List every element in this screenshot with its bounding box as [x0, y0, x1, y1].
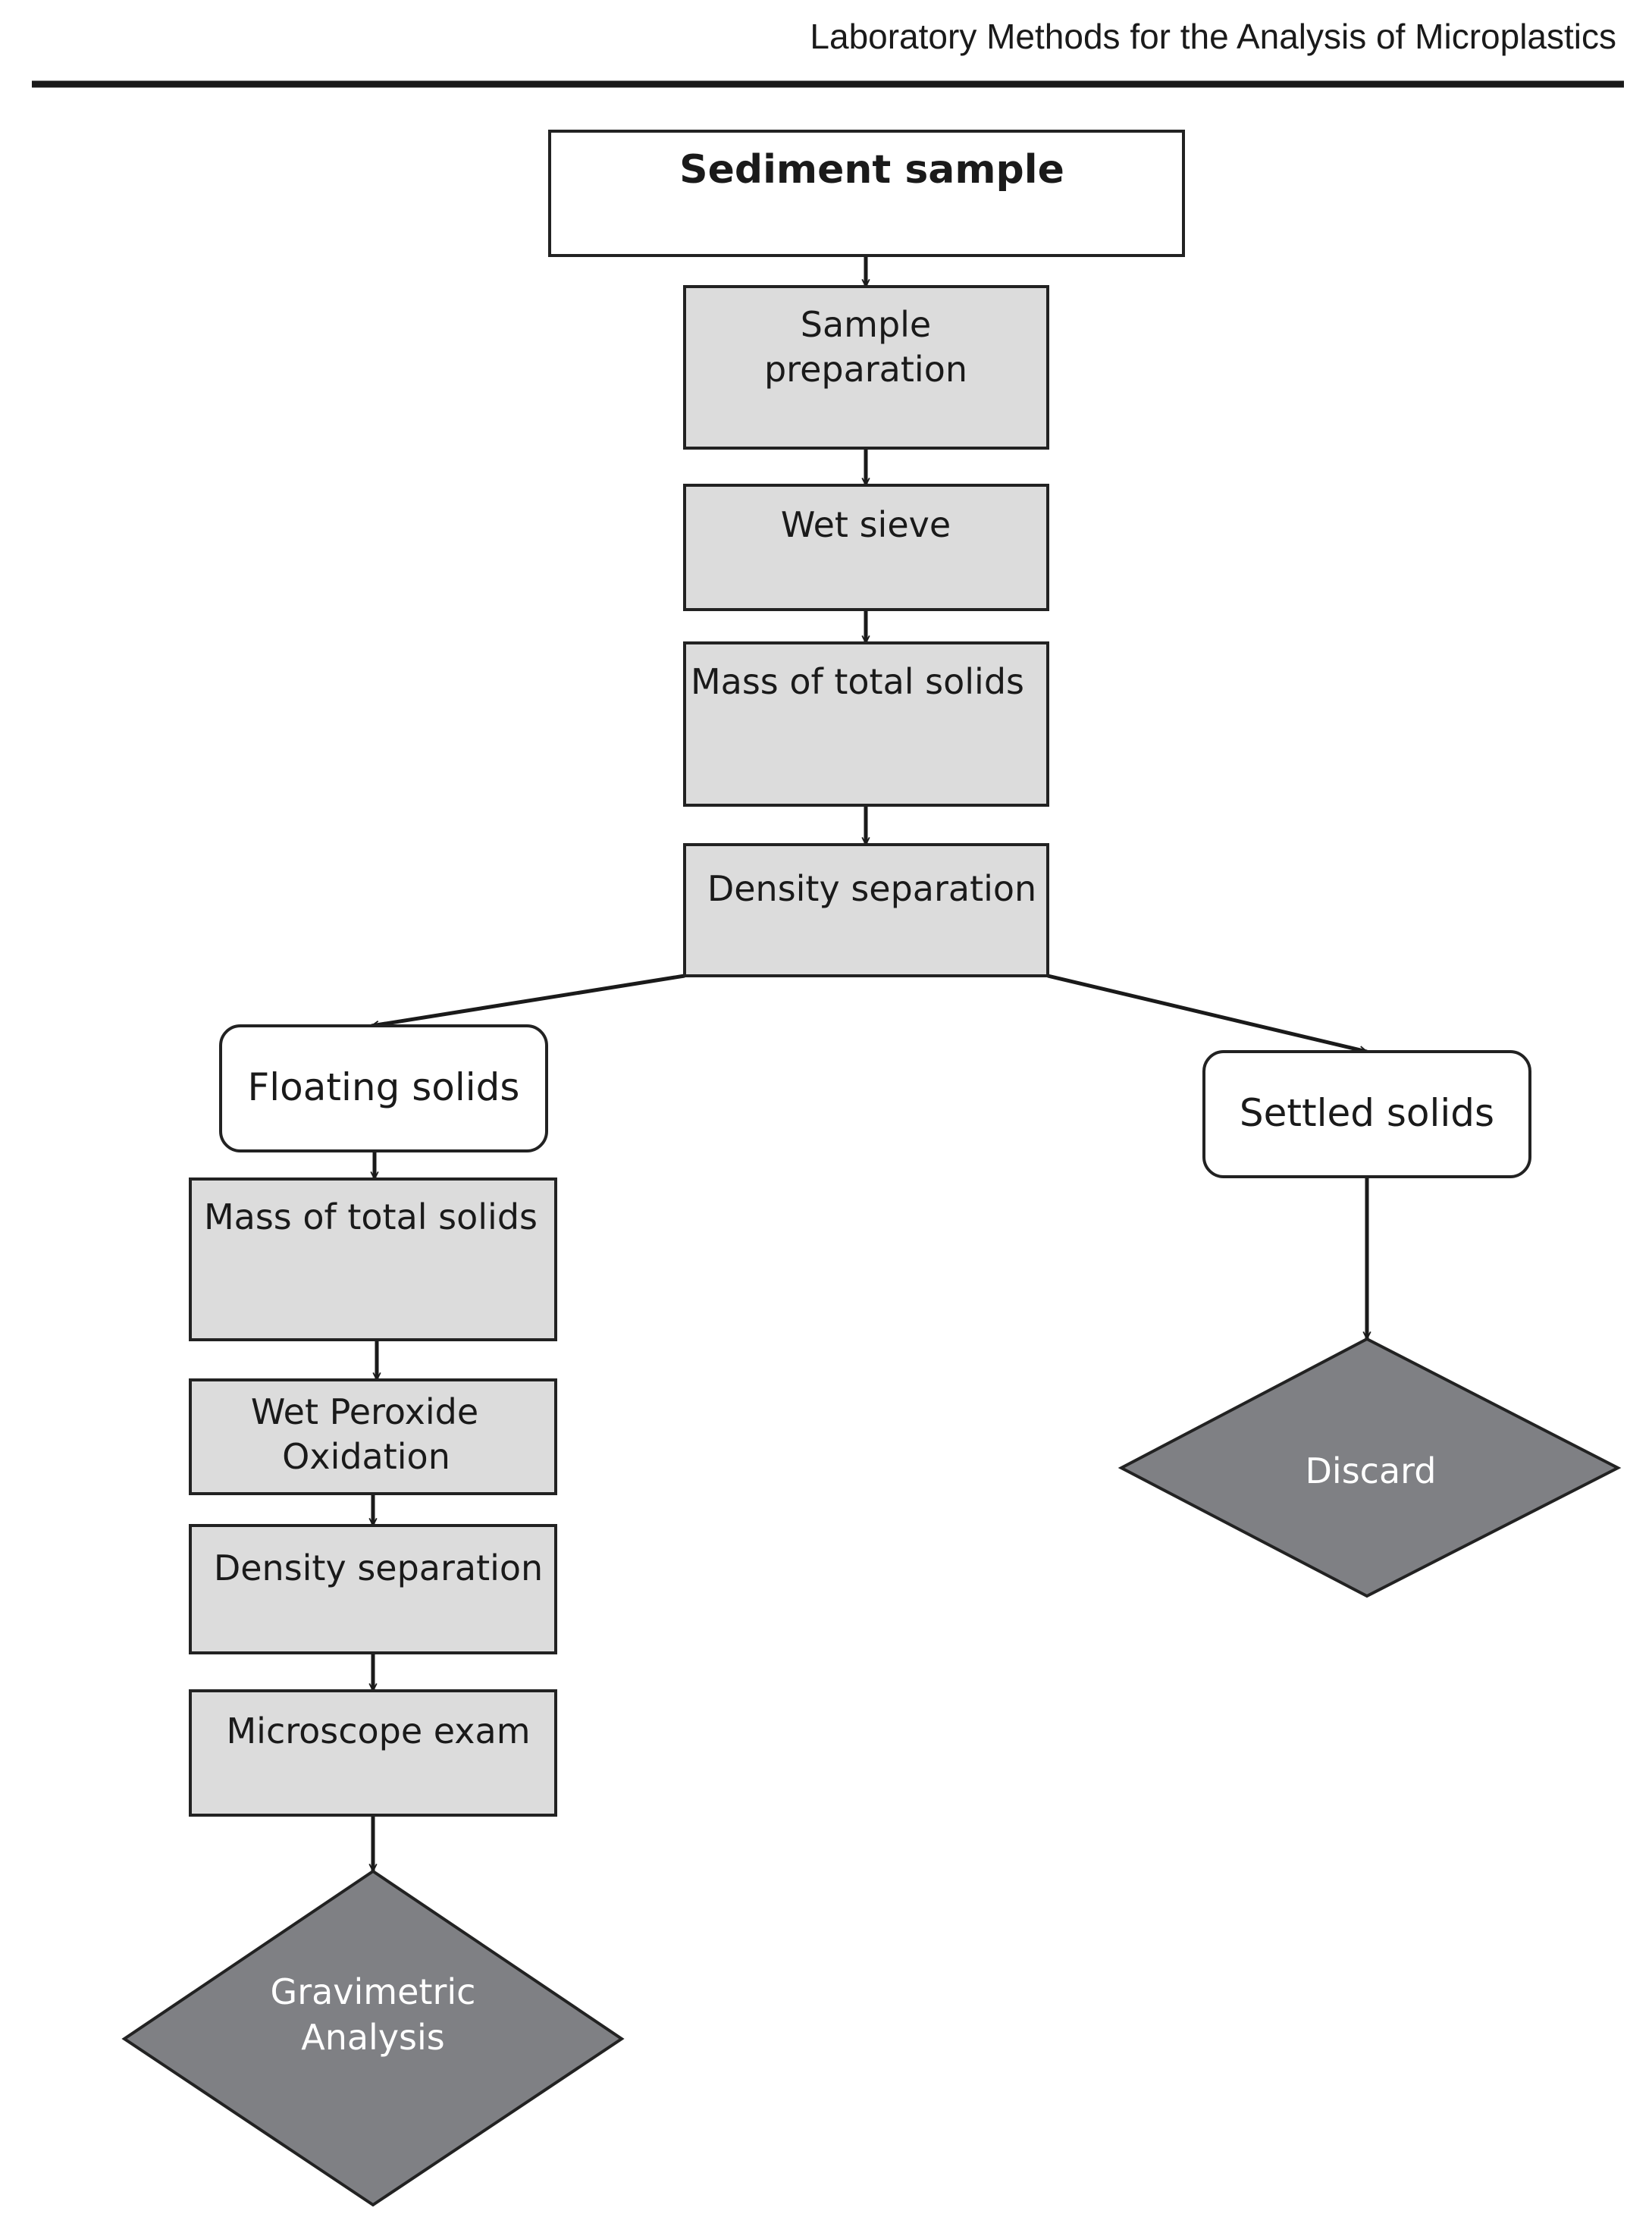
node-settled-solids-label: Settled solids	[1240, 1091, 1494, 1135]
node-gravimetric-analysis-label-2: Analysis	[301, 2017, 445, 2058]
arrow-density-to-floating	[371, 974, 685, 1026]
node-gravimetric-analysis-label-1: Gravimetric	[271, 1971, 476, 2012]
node-floating-solids-label: Floating solids	[248, 1065, 520, 1109]
node-gravimetric-analysis: Gravimetric Analysis	[121, 1869, 625, 2207]
node-mass-total-solids-2: Mass of total solids	[189, 1177, 557, 1341]
node-sample-preparation-label-2: preparation	[764, 349, 967, 390]
node-wet-peroxide-oxidation-label-2: Oxidation	[282, 1436, 450, 1477]
node-sediment-sample-label: Sediment sample	[679, 147, 1064, 193]
node-mass-total-solids-1: Mass of total solids	[683, 641, 1049, 807]
running-title: Laboratory Methods for the Analysis of M…	[810, 17, 1616, 56]
node-density-separation-2-label: Density separation	[214, 1548, 543, 1588]
node-sample-preparation-label-1: Sample	[801, 304, 931, 345]
node-settled-solids: Settled solids	[1202, 1050, 1531, 1178]
node-microscope-exam-label: Microscope exam	[226, 1711, 530, 1751]
connectors	[371, 256, 1367, 1871]
node-density-separation-2: Density separation	[189, 1524, 557, 1654]
node-floating-solids: Floating solids	[219, 1024, 548, 1152]
node-discard-label: Discard	[1306, 1450, 1437, 1491]
node-wet-sieve-label: Wet sieve	[781, 504, 951, 545]
node-wet-sieve: Wet sieve	[683, 484, 1049, 611]
node-wet-peroxide-oxidation-label-1: Wet Peroxide	[251, 1391, 478, 1432]
arrow-density-to-settled	[1047, 974, 1367, 1052]
node-wet-peroxide-oxidation: Wet Peroxide Oxidation	[189, 1378, 557, 1495]
node-microscope-exam: Microscope exam	[189, 1689, 557, 1817]
node-sediment-sample: Sediment sample	[548, 130, 1185, 257]
node-mass-total-solids-2-label: Mass of total solids	[204, 1196, 538, 1237]
node-mass-total-solids-1-label: Mass of total solids	[691, 661, 1024, 702]
node-sample-preparation: Sample preparation	[683, 285, 1049, 450]
node-discard: Discard	[1118, 1337, 1622, 1598]
node-density-separation-1-label: Density separation	[707, 868, 1036, 909]
node-density-separation-1: Density separation	[683, 843, 1049, 977]
